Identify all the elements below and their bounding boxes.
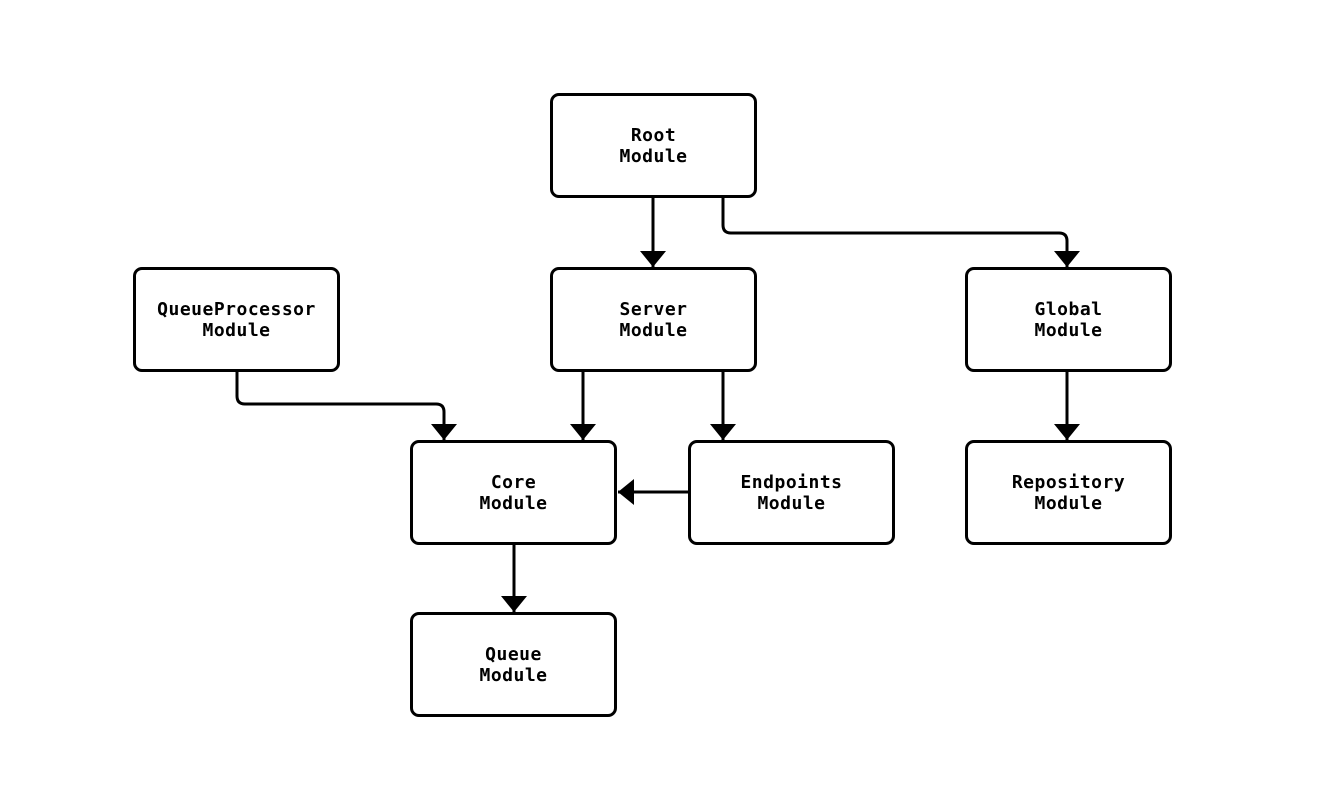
node-queue-module: Queue Module [410,612,617,717]
node-global-module-label: Global Module [1034,298,1103,341]
node-endpoints-module-label: Endpoints Module [740,471,843,514]
node-global-module: Global Module [965,267,1172,372]
node-repository-module: Repository Module [965,440,1172,545]
node-repository-module-label: Repository Module [1011,471,1126,514]
node-queue-module-label: Queue Module [479,643,548,686]
node-queueprocessor-module: QueueProcessor Module [133,267,340,372]
node-server-module: Server Module [550,267,757,372]
node-queueprocessor-module-label: QueueProcessor Module [157,298,316,341]
node-core-module-label: Core Module [479,471,548,514]
node-server-module-label: Server Module [619,298,688,341]
edge-queueprocessor-to-core [235,372,457,440]
node-root-module: Root Module [550,93,757,198]
node-endpoints-module: Endpoints Module [688,440,895,545]
node-core-module: Core Module [410,440,617,545]
edge-root-to-global [721,198,1080,267]
node-root-module-label: Root Module [619,124,688,167]
